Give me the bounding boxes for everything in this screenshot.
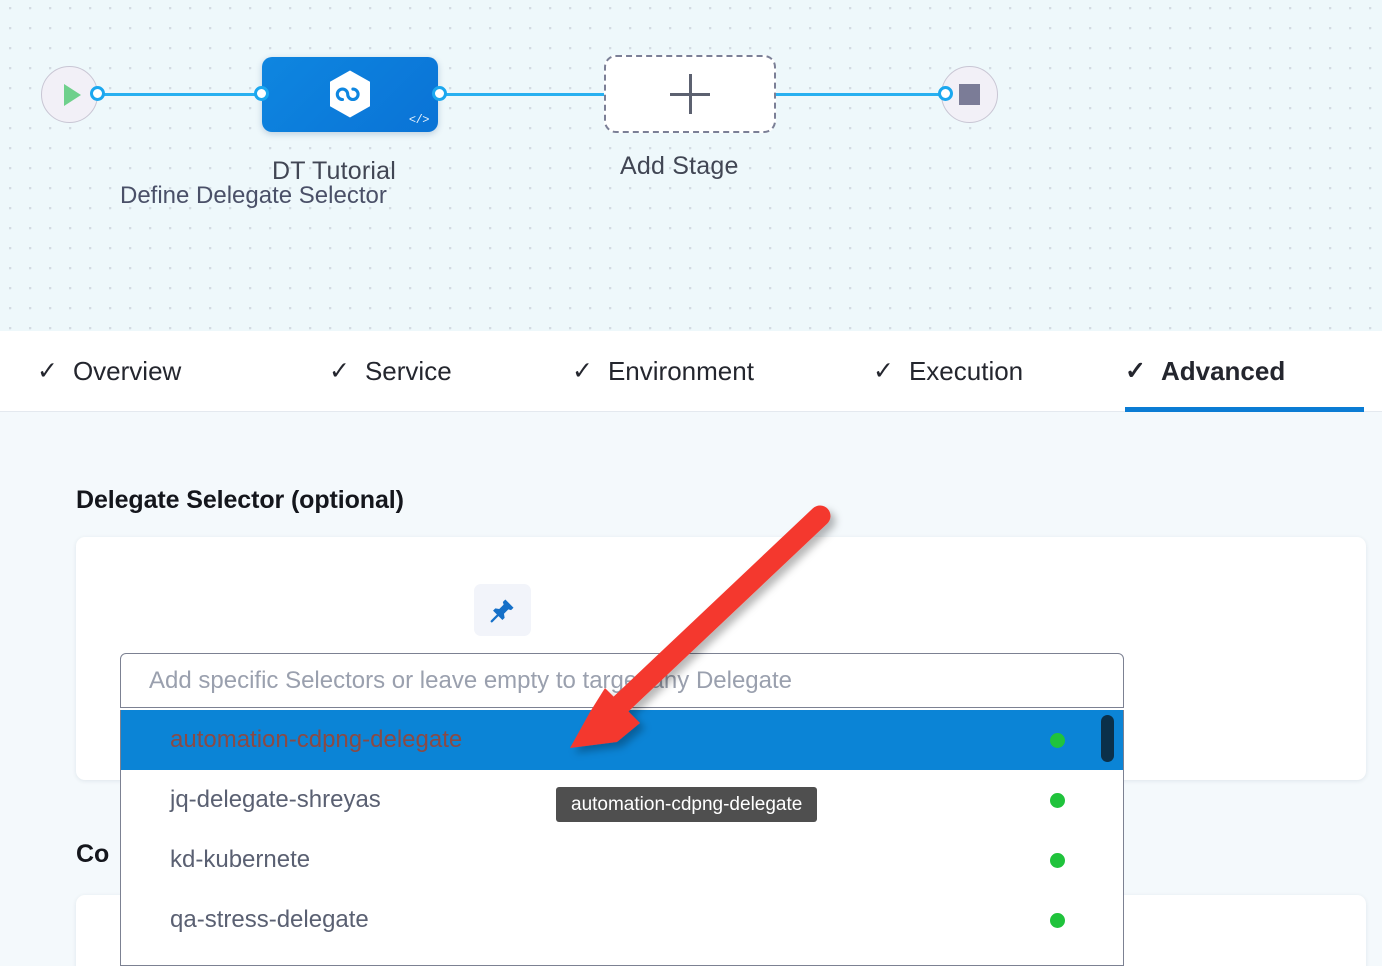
- pin-button[interactable]: [474, 584, 531, 636]
- connector-port-stage-in[interactable]: [254, 86, 269, 101]
- dropdown-scrollbar-thumb[interactable]: [1101, 715, 1114, 762]
- connector-port-end[interactable]: [938, 86, 953, 101]
- stage-config-tabbar: ✓ Overview ✓ Service ✓ Environment ✓ Exe…: [0, 331, 1382, 412]
- stop-icon: [959, 84, 980, 105]
- deployment-hexagon-icon: [330, 70, 370, 117]
- status-dot-connected: [1050, 732, 1065, 748]
- pipeline-canvas[interactable]: </> DT Tutorial Add Stage: [0, 0, 1382, 331]
- code-icon: </>: [408, 113, 430, 127]
- connector-line-start-to-stage: [96, 93, 268, 96]
- tab-overview-label: Overview: [72, 356, 182, 386]
- tab-advanced-label: Advanced: [1160, 356, 1286, 386]
- dropdown-option-kd-kubernete[interactable]: kd-kubernete: [121, 830, 1123, 890]
- connector-line-stage-to-add: [438, 93, 618, 96]
- delegate-selector-input[interactable]: Add specific Selectors or leave empty to…: [120, 653, 1124, 708]
- check-icon: ✓: [572, 357, 593, 385]
- tab-execution-label: Execution: [908, 356, 1024, 386]
- conditional-execution-heading: Co: [76, 840, 110, 868]
- list-item-label: kd-kubernete: [170, 846, 311, 873]
- connector-port-stage-out[interactable]: [432, 86, 447, 101]
- define-delegate-selector-label: Define Delegate Selector: [120, 182, 387, 209]
- tab-execution[interactable]: ✓ Execution: [873, 331, 1023, 412]
- delegate-tooltip: automation-cdpng-delegate: [556, 787, 818, 822]
- check-icon: ✓: [37, 357, 58, 385]
- tab-service-label: Service: [364, 356, 452, 386]
- tab-overview[interactable]: ✓ Overview: [37, 331, 181, 412]
- dropdown-option-jq-delegate-shreyas[interactable]: jq-delegate-shreyas: [121, 770, 1123, 830]
- add-stage-label: Add Stage: [620, 152, 739, 180]
- stage-node-dt-tutorial[interactable]: </>: [262, 57, 438, 132]
- tab-service[interactable]: ✓ Service: [329, 331, 452, 412]
- delegate-selector-dropdown[interactable]: automation-cdpng-delegate jq-delegate-sh…: [120, 710, 1124, 966]
- pipeline-start-node[interactable]: [41, 66, 98, 123]
- list-item-label: automation-cdpng-delegate: [170, 726, 463, 753]
- list-item-label: qa-stress-delegate: [170, 906, 369, 933]
- add-stage-button[interactable]: [604, 55, 776, 133]
- check-icon: ✓: [329, 357, 350, 385]
- list-item-label: jq-delegate-shreyas: [170, 786, 381, 813]
- check-icon: ✓: [1125, 357, 1146, 385]
- pin-icon: [490, 598, 514, 622]
- status-dot-connected: [1050, 792, 1065, 808]
- play-icon: [64, 83, 81, 106]
- dropdown-option-automation-cdpng-delegate[interactable]: automation-cdpng-delegate: [121, 710, 1123, 770]
- tab-environment-label: Environment: [607, 356, 754, 386]
- status-dot-connected: [1050, 912, 1065, 928]
- check-icon: ✓: [873, 357, 894, 385]
- plus-icon-bar: [670, 92, 710, 96]
- connector-line-add-to-end: [760, 93, 950, 96]
- tab-environment[interactable]: ✓ Environment: [572, 331, 754, 412]
- connector-port-start[interactable]: [90, 86, 105, 101]
- status-dot-connected: [1050, 852, 1065, 868]
- stage-node-label: DT Tutorial: [272, 157, 397, 185]
- tab-advanced[interactable]: ✓ Advanced: [1125, 331, 1364, 412]
- delegate-selector-placeholder: Add specific Selectors or leave empty to…: [149, 666, 793, 694]
- dropdown-option-qa-stress-delegate[interactable]: qa-stress-delegate: [121, 890, 1123, 950]
- delegate-selector-heading: Delegate Selector (optional): [76, 486, 404, 514]
